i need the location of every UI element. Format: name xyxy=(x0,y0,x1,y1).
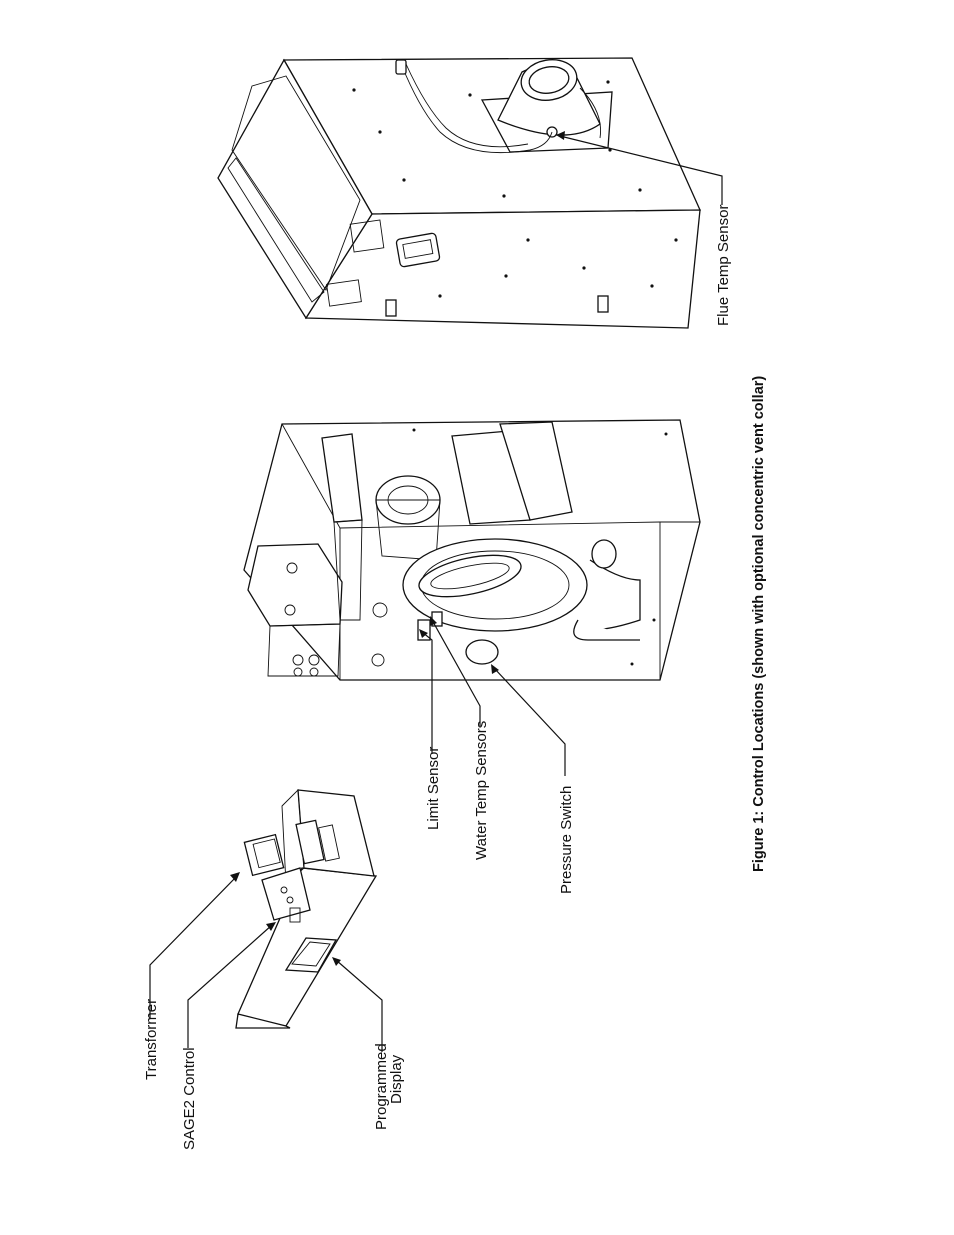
control-panel-drawing xyxy=(235,788,378,1029)
leader-lines xyxy=(149,131,723,1052)
transformer-label: Transformer xyxy=(143,999,160,1080)
flue-temp-sensor-label: Flue Temp Sensor xyxy=(715,205,732,326)
programmed-display-label-line1: Programmed xyxy=(373,1043,390,1130)
figure-caption: Figure 1: Control Locations (shown with … xyxy=(751,376,767,872)
boiler-interior-drawing xyxy=(243,419,701,681)
programmed-display-label-line2: Display xyxy=(388,1054,405,1104)
boiler-exterior-drawing xyxy=(217,57,701,329)
water-temp-sensors-label: Water Temp Sensors xyxy=(473,721,490,860)
pressure-switch-label: Pressure Switch xyxy=(558,786,575,894)
sage2-control-label: SAGE2 Control xyxy=(181,1047,198,1150)
limit-sensor-label: Limit Sensor xyxy=(425,747,442,830)
